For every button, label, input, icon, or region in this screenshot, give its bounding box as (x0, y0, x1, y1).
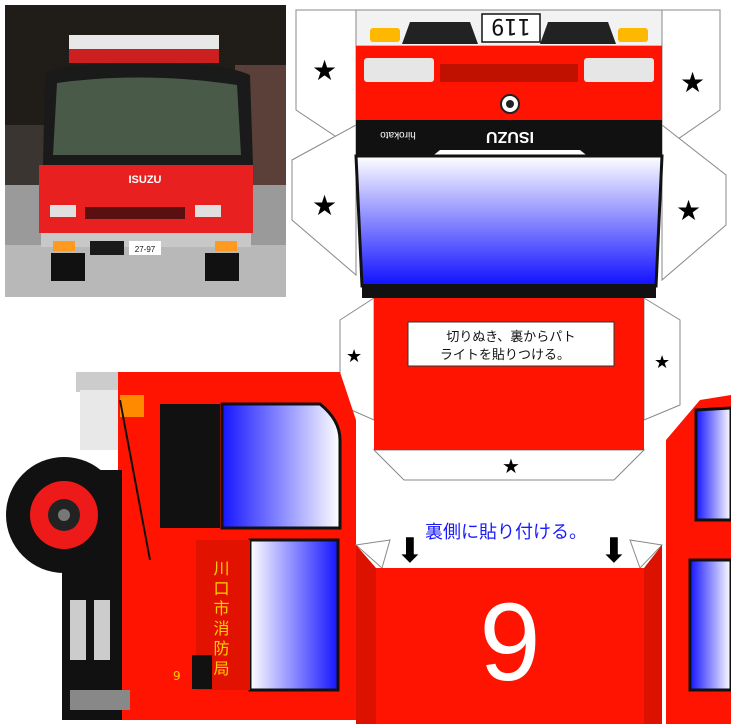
star-icon: ★ (312, 54, 337, 87)
arrow-down-icon: ⬇ (396, 531, 425, 571)
glue-flaps (291, 9, 727, 481)
instruction-line-1: 切りぬき、裏からパト (446, 330, 575, 345)
back-number: 9 (479, 581, 540, 704)
star-icon: ★ (312, 189, 337, 222)
side-number: 9 (173, 669, 181, 683)
star-icon: ★ (502, 454, 520, 478)
star-icon: ★ (680, 66, 705, 99)
front-panel: 119 ISUZU hirokato 切りぬき、裏からパト ライトを貼りつける。 (354, 9, 664, 450)
side-panel: 川口市消防局 9 (6, 372, 356, 720)
star-icon: ★ (654, 352, 670, 373)
star-icon: ★ (676, 194, 701, 227)
arrow-down-icon: ⬇ (600, 531, 629, 571)
brand-text: ISUZU (486, 128, 534, 145)
fire-truck-photo: ISUZU 27-97 (5, 5, 286, 297)
side-panel-right (666, 395, 731, 724)
back-panel: 裏側に貼り付ける。 ⬇ ⬇ 9 (354, 522, 664, 724)
dealer-text: hirokato (380, 129, 416, 140)
top-number: 119 (491, 13, 531, 38)
department-name: 川口市消防局 (211, 560, 230, 680)
glue-label: 裏側に貼り付ける。 (425, 522, 587, 543)
instruction-line-2: ライトを貼りつける。 (440, 348, 570, 363)
photo-badge: ISUZU (129, 174, 162, 186)
star-icon: ★ (346, 346, 362, 367)
photo-plate: 27-97 (135, 245, 156, 254)
star-icons: ★ ★ ★ ★ ★ ★ ★ ★ ★ (312, 54, 705, 560)
